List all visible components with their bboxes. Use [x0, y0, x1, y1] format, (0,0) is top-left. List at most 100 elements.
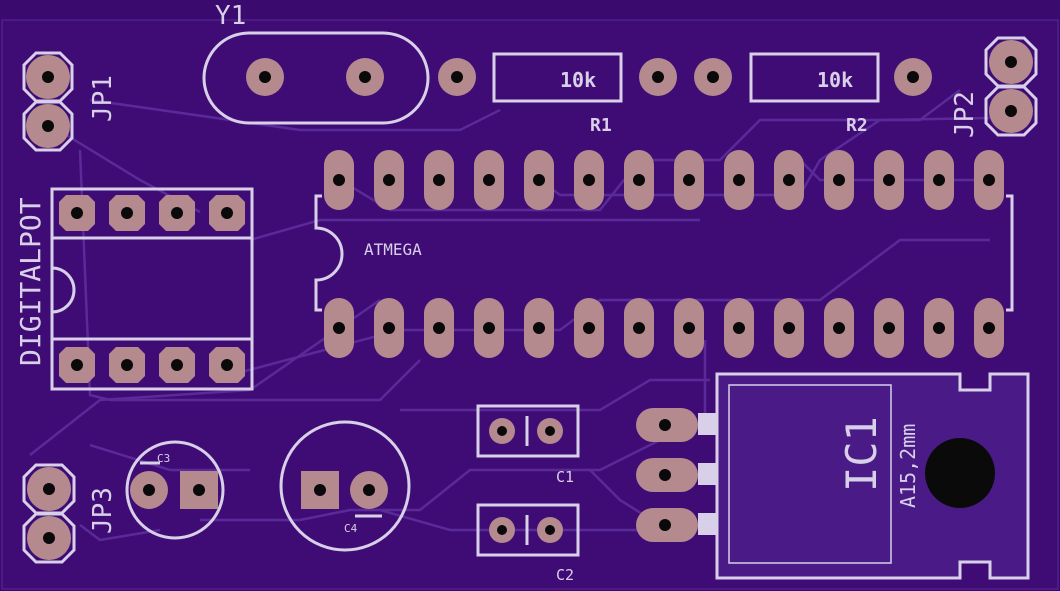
pad-hole: [545, 426, 555, 436]
pad-hole: [883, 322, 895, 334]
regulator-body: [728, 384, 892, 564]
ic-digitalpot: DIGITALPOT: [14, 187, 254, 391]
pad-hole: [483, 322, 495, 334]
pad-hole: [633, 322, 645, 334]
atmega-pin: [974, 150, 1004, 210]
atmega-pin: [724, 150, 754, 210]
pad-hole: [42, 120, 54, 132]
pad-hole: [883, 174, 895, 186]
pad-hole: [707, 71, 719, 83]
pad-hole: [933, 174, 945, 186]
pad-hole: [43, 483, 55, 495]
dip8-outline: [50, 187, 254, 391]
pad-hole: [583, 174, 595, 186]
pad-hole: [143, 484, 155, 496]
crystal-outline: [202, 31, 430, 125]
pad-hole: [451, 71, 463, 83]
atmega-pin: [574, 298, 604, 358]
pad-hole: [659, 469, 671, 481]
atmega-pads: [324, 150, 1004, 358]
pad-hole: [1005, 105, 1017, 117]
pad-hole: [333, 174, 345, 186]
atmega-pin: [674, 150, 704, 210]
dip8-pin: [159, 347, 195, 383]
jumper-outline: [22, 512, 76, 564]
atmega-pin: [874, 298, 904, 358]
pad-hole: [221, 359, 233, 371]
pad-hole: [783, 322, 795, 334]
pad-hole: [545, 525, 555, 535]
mounting-hole: [925, 438, 995, 508]
pad-hole: [483, 174, 495, 186]
jp2-label: JP2: [950, 91, 980, 138]
jumper-jp2: JP2: [950, 36, 1038, 138]
jumper-outline: [22, 100, 74, 152]
r2-label: R2: [846, 115, 868, 136]
pin-tab: [698, 413, 716, 435]
jp3-label: JP3: [88, 487, 118, 534]
pad-hole: [583, 322, 595, 334]
resistor-body: [492, 52, 623, 103]
pad-hole: [1005, 56, 1017, 68]
dip8-pin: [59, 347, 95, 383]
pad-hole: [983, 322, 995, 334]
pad-hole: [314, 484, 326, 496]
pad-hole: [71, 207, 83, 219]
pad-hole: [833, 174, 845, 186]
pad-hole: [933, 322, 945, 334]
dip8-notch: [51, 266, 76, 314]
pad-hole: [121, 359, 133, 371]
atmega-outline: [314, 194, 1014, 312]
pad-hole: [433, 174, 445, 186]
pad-hole: [42, 71, 54, 83]
r2-value: 10k: [817, 68, 853, 92]
pad-hole: [359, 71, 371, 83]
c4-label: C4: [344, 522, 358, 535]
pad-hole: [633, 174, 645, 186]
atmega-pin: [474, 298, 504, 358]
ic1-package-label: A15,2mm: [896, 424, 920, 508]
pad-hole: [783, 174, 795, 186]
pad-hole: [221, 207, 233, 219]
atmega-pin: [624, 150, 654, 210]
pad-hole: [383, 322, 395, 334]
atmega-pin: [924, 150, 954, 210]
pad-hole: [333, 322, 345, 334]
capacitor-c3: C3: [125, 440, 225, 540]
r1-value: 10k: [560, 68, 596, 92]
pad-hole: [121, 207, 133, 219]
heatsink-outline: [715, 372, 1030, 580]
y1-label: Y1: [215, 1, 246, 31]
pad-hole: [259, 71, 271, 83]
ic-atmega: ATMEGA: [314, 194, 1014, 312]
atmega-pin: [374, 150, 404, 210]
pad-hole: [71, 359, 83, 371]
atmega-pin: [424, 150, 454, 210]
pad-hole: [659, 419, 671, 431]
atmega-pin: [524, 298, 554, 358]
dip8-pin: [109, 347, 145, 383]
pad-hole: [171, 359, 183, 371]
pad-hole: [171, 207, 183, 219]
pad-hole: [497, 525, 507, 535]
atmega-pin: [874, 150, 904, 210]
regulator-ic1: IC1 A15,2mm: [636, 372, 1030, 580]
resistor-r1: 10k R1: [438, 52, 677, 136]
dip8-pin: [109, 195, 145, 231]
jumper-outline: [984, 85, 1038, 137]
pad-hole: [497, 426, 507, 436]
pad-hole: [363, 484, 375, 496]
atmega-pin: [324, 298, 354, 358]
c3-label: C3: [157, 452, 170, 465]
pad-hole: [683, 174, 695, 186]
capacitor-c4: C4: [279, 420, 411, 552]
atmega-pin: [924, 298, 954, 358]
atmega-pin: [674, 298, 704, 358]
pad-hole: [659, 519, 671, 531]
dip8-pin: [59, 195, 95, 231]
pin-tab: [698, 463, 716, 485]
capacitor-outline: [476, 503, 580, 557]
pad-hole: [533, 322, 545, 334]
atmega-label: ATMEGA: [364, 240, 422, 259]
atmega-pin: [624, 298, 654, 358]
